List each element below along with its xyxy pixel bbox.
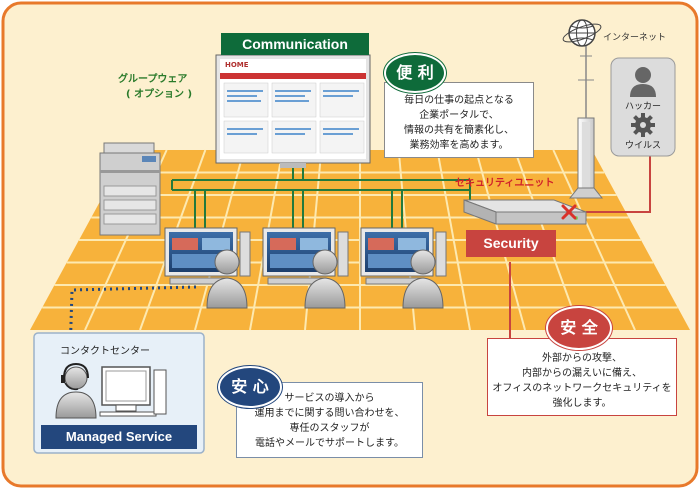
reassurance-badge: 安 心 (218, 366, 282, 408)
reassurance-line-3: 専任のスタッフが (289, 423, 370, 434)
reassurance-line-4: 電話やメールでサポートします。 (255, 438, 404, 449)
virus-label: ウイルス (624, 141, 661, 151)
security-unit-device (463, 199, 587, 225)
managed-service-header: Managed Service (41, 425, 197, 449)
reassurance-line-2: 運用までに関する問い合わせを、 (254, 408, 405, 419)
threat-box (610, 57, 676, 157)
workstation-3 (360, 227, 447, 309)
portal-monitor (215, 54, 371, 168)
convenience-line-2: 企業ポータルで、 (419, 110, 499, 121)
workstation-1 (164, 227, 251, 309)
convenience-line-3: 情報の共有を簡素化し、 (404, 125, 514, 136)
hacker-icon (630, 67, 656, 97)
blocked-cross-icon (561, 204, 577, 220)
multifunction-copier (99, 142, 161, 236)
internet-label: インターネット (603, 33, 667, 43)
security-header: Security (466, 230, 556, 257)
workstation-2 (262, 227, 349, 309)
reassurance-line-1: サービスの導入から (284, 393, 375, 404)
support-monitor (99, 366, 167, 417)
portal-logo: HOME (225, 61, 249, 69)
operator-headset-icon (55, 362, 97, 419)
convenience-line-4: 業務効率を高めます。 (409, 140, 509, 151)
convenience-badge: 便 利 (384, 53, 446, 93)
convenience-line-1: 毎日の仕事の起点となる (404, 95, 514, 106)
groupware-option-label: ( オプション ) (126, 89, 193, 100)
contact-center-label: コンタクトセンター (60, 346, 150, 357)
internet-globe-icon (562, 19, 602, 47)
groupware-label: グループウェア (118, 74, 188, 85)
virus-gear-icon (631, 113, 655, 137)
security-line-4: 強化します。 (552, 398, 612, 409)
external-threat-lines (509, 156, 651, 338)
convenience-callout: 毎日の仕事の起点となる 企業ポータルで、 情報の共有を簡素化し、 業務効率を高め… (384, 82, 534, 158)
security-callout: 外部からの攻撃、 内部からの漏えいに備え、 オフィスのネットワークセキュリティを… (487, 338, 677, 416)
internet-tower (568, 32, 604, 199)
hacker-label: ハッカー (624, 102, 661, 112)
security-unit-label: セキュリティユニット (455, 178, 555, 189)
workstations (164, 227, 447, 309)
security-badge: 安 全 (546, 306, 612, 350)
communication-header: Communication (221, 33, 369, 55)
security-line-1: 外部からの攻撃、 (542, 353, 622, 364)
security-line-2: 内部からの漏えいに備え、 (522, 368, 642, 379)
security-line-3: オフィスのネットワークセキュリティを (492, 383, 672, 394)
